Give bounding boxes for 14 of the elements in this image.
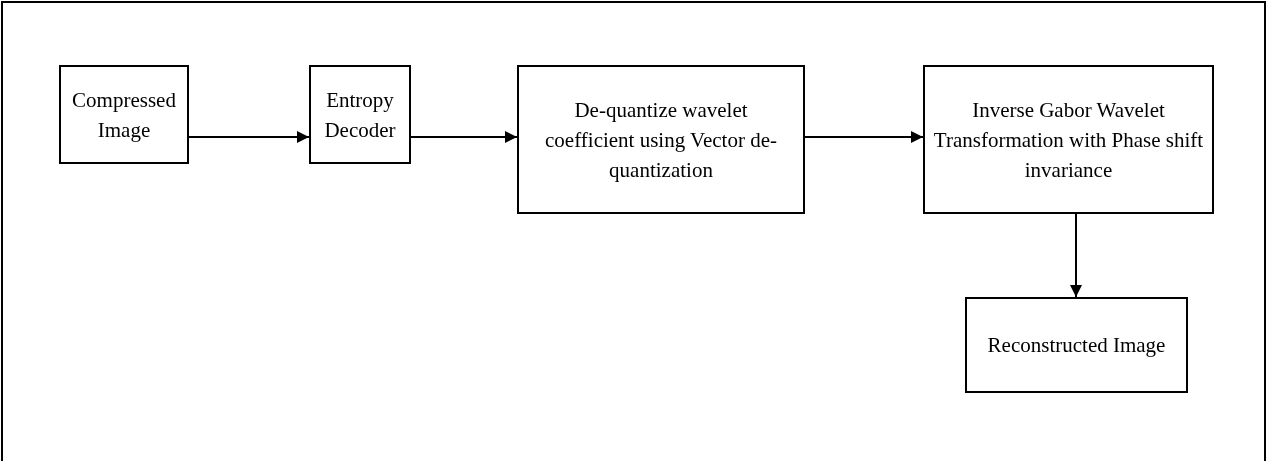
box-label: Compressed Image [71, 86, 177, 144]
box-label: Reconstructed Image [987, 332, 1166, 359]
arrow [188, 131, 310, 143]
arrow [410, 131, 518, 143]
process-box [965, 297, 1188, 393]
arrow [1070, 213, 1082, 298]
box-label: Entropy Decoder [323, 86, 397, 144]
box-label: Inverse Gabor Wavelet Transformation with Phase shift invariance [933, 96, 1204, 184]
box-label: De-quantize wavelet coefficient using Vector de-quantization [544, 96, 778, 184]
process-box [59, 65, 189, 164]
process-box [309, 65, 411, 164]
arrow [804, 131, 924, 143]
process-box [517, 65, 805, 214]
process-box [923, 65, 1214, 214]
